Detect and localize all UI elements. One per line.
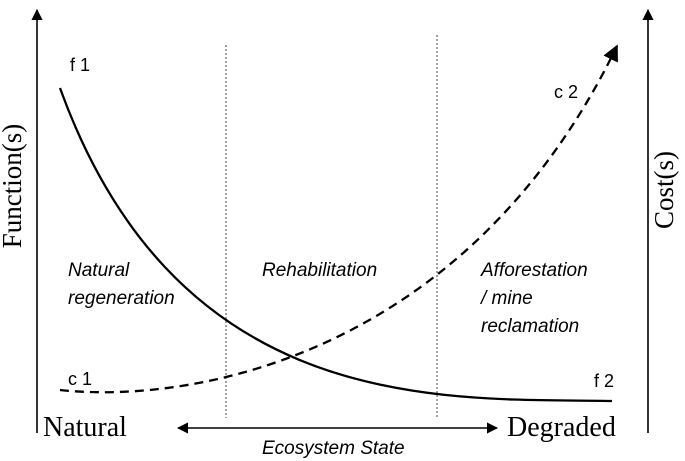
function-axis-label: Function(s) (0, 124, 27, 249)
ecosystem-state-label: Ecosystem State (262, 438, 405, 459)
c2-label: c 2 (554, 82, 578, 102)
zone-afforestation-line2: / mine (479, 288, 533, 309)
zone-afforestation-line1: Afforestation (480, 260, 588, 281)
zone-afforestation-line3: reclamation (481, 316, 579, 337)
function-curve (58, 87, 613, 403)
cost-curve (59, 44, 619, 394)
zone-natural-regeneration-line1: Natural (68, 260, 130, 281)
cost-axis-label: Cost(s) (649, 151, 679, 229)
f1-label: f 1 (70, 55, 90, 75)
degraded-state-label: Degraded (507, 412, 616, 443)
natural-state-label: Natural (43, 412, 127, 443)
c1-label: c 1 (68, 369, 92, 389)
f2-label: f 2 (594, 371, 614, 391)
zone-natural-regeneration-line2: regeneration (68, 288, 175, 309)
zone-rehabilitation: Rehabilitation (262, 260, 377, 281)
